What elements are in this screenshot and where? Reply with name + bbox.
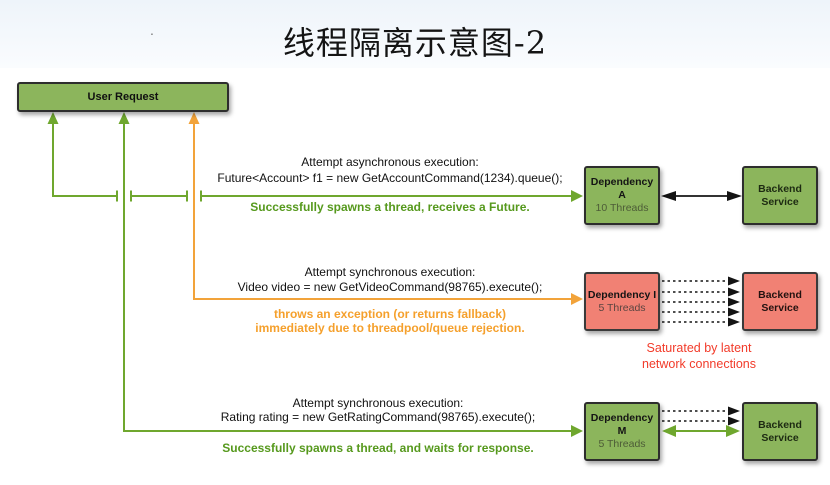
saturated-note: Saturated by latent network connections: [599, 340, 799, 372]
dependency-i-threads: 5 Threads: [598, 301, 646, 314]
green-arrow-row1: [47, 112, 583, 202]
backend-label-line2: Service: [761, 431, 799, 444]
dependency-i-name: Dependency I: [587, 288, 657, 301]
row2-result-text-line1: throws an exception (or returns fallback…: [273, 307, 507, 321]
right-arrowhead-icon: [571, 293, 583, 305]
right-arrowhead-icon: [727, 191, 742, 201]
green-double-arrow-row3: [662, 425, 740, 437]
dotted-arrows-row3: [662, 406, 740, 426]
dependency-m-name: Dependency M: [590, 412, 654, 437]
saturated-note-line1: Saturated by latent: [646, 341, 752, 355]
dependency-a-box: Dependency A 10 Threads: [584, 166, 660, 225]
green-arrow-row3: [118, 112, 583, 437]
dependency-i-box: Dependency I 5 Threads: [584, 272, 660, 331]
dotted-arrows-row2: [662, 276, 740, 327]
backend-service-box-row1: Backend Service: [742, 166, 818, 225]
row1-result-text: Successfully spawns a thread, receives a…: [250, 200, 530, 214]
dependency-a-name: Dependency A: [590, 176, 654, 201]
backend-service-box-row3: Backend Service: [742, 402, 818, 461]
orange-arrow-row2: [188, 112, 583, 305]
backend-label-line1: Backend: [758, 418, 802, 431]
row1-attempt-text: Attempt asynchronous execution:: [301, 155, 479, 169]
user-request-box: User Request: [17, 82, 229, 112]
user-request-label: User Request: [87, 91, 159, 103]
dependency-m-box: Dependency M 5 Threads: [584, 402, 660, 461]
backend-label-line2: Service: [761, 301, 799, 314]
saturated-note-line2: network connections: [642, 357, 756, 371]
stray-dot: .: [150, 22, 154, 38]
row2-code-text: Video video = new GetVideoCommand(98765)…: [237, 280, 543, 294]
left-arrowhead-icon: [662, 425, 676, 437]
row2-result-text-line2: immediately due to threadpool/queue reje…: [255, 321, 525, 335]
dependency-m-threads: 5 Threads: [598, 438, 646, 450]
row3-code-text: Rating rating = new GetRatingCommand(987…: [220, 410, 536, 424]
row3-result-text: Successfully spawns a thread, and waits …: [222, 441, 534, 455]
row3-attempt-text: Attempt synchronous execution:: [292, 396, 464, 410]
up-arrowhead-icon: [118, 112, 130, 124]
page-title: 线程隔离示意图-2: [282, 24, 548, 62]
row2-attempt-text: Attempt synchronous execution:: [304, 265, 476, 279]
right-arrowhead-icon: [571, 425, 583, 437]
dependency-a-threads: 10 Threads: [595, 202, 649, 214]
row1-code-text: Future<Account> f1 = new GetAccountComma…: [217, 171, 563, 185]
title-background: [0, 0, 830, 68]
up-arrowhead-icon: [188, 112, 200, 124]
right-arrowhead-icon: [726, 425, 740, 437]
black-double-arrow-row1: [661, 191, 742, 201]
backend-service-box-row2: Backend Service: [742, 272, 818, 331]
backend-label-line1: Backend: [758, 288, 802, 301]
left-arrowhead-icon: [661, 191, 676, 201]
right-arrowhead-icon: [571, 190, 583, 202]
backend-label-line2: Service: [761, 195, 799, 208]
up-arrowhead-icon: [47, 112, 59, 124]
backend-label-line1: Backend: [758, 182, 802, 195]
